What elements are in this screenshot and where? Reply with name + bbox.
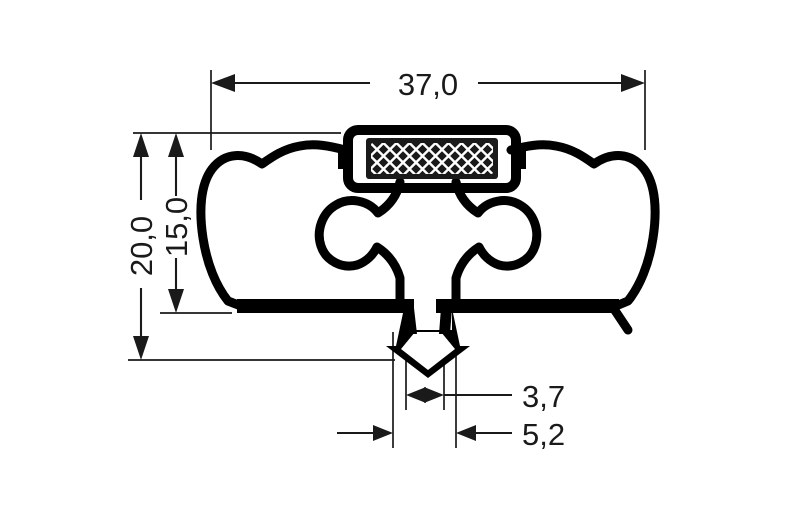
- profile-outline-left: [196, 140, 350, 311]
- magnet-pocket-tab-left: [338, 149, 352, 169]
- arrow-37-left-pointing: [424, 387, 444, 403]
- dim-label-tail-outer-width: 5,2: [522, 417, 565, 452]
- cavity-left: [314, 177, 405, 304]
- cavity-right: [451, 177, 542, 304]
- dim-label-overall-height: 20,0: [124, 216, 159, 276]
- base-flange-left: [237, 299, 414, 313]
- tail-inner-void: [401, 332, 455, 370]
- dimension-overall-width: 37,0: [211, 67, 645, 102]
- base-flange-right: [436, 299, 619, 313]
- dim-label-tail-inner-width: 3,7: [522, 379, 565, 414]
- arrow-body-bottom: [168, 289, 184, 313]
- arrow-height-top: [133, 133, 149, 157]
- magnet-mesh-pattern: [371, 143, 493, 174]
- dimension-tail-inner-width: 3,7: [406, 379, 565, 414]
- dim-label-body-height: 15,0: [159, 197, 194, 257]
- arrow-52-right: [456, 425, 476, 441]
- dimension-body-height: 15,0: [159, 133, 194, 313]
- arrow-width-left: [211, 74, 235, 92]
- dim-label-overall-width: 37,0: [398, 67, 458, 102]
- tail-stem-right: [439, 308, 452, 334]
- dimension-overall-height: 20,0: [124, 133, 159, 360]
- magnet-pocket-tab-right: [512, 149, 526, 169]
- arrow-37-right-pointing: [406, 387, 426, 403]
- arrow-height-bottom: [133, 336, 149, 360]
- profile-outline-right: [506, 140, 660, 311]
- dimension-tail-outer-width: 5,2: [337, 417, 565, 452]
- arrow-width-right: [621, 74, 645, 92]
- gasket-cross-section: [196, 125, 660, 378]
- arrow-52-left: [373, 425, 393, 441]
- tail-stem-left: [403, 308, 417, 334]
- arrow-body-top: [168, 133, 184, 157]
